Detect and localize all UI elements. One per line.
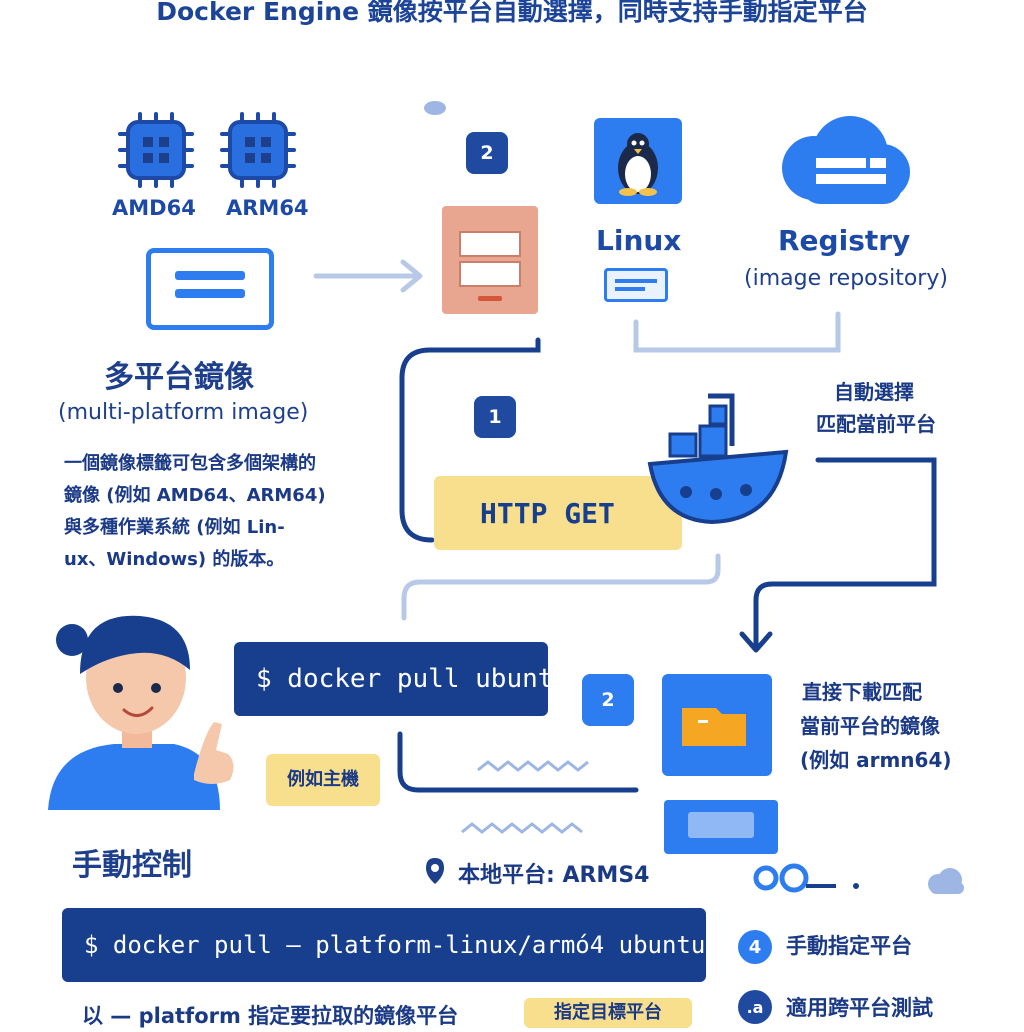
docker-pull-command[interactable]: $ docker pull ubuntu [234,642,569,716]
multi-platform-desc-2: 鏡像 (例如 AMD64、ARM64) [64,485,326,506]
cpu-chip-icon [118,112,194,188]
step-4-badge: 4 [738,930,772,964]
server-box [442,206,538,314]
manual-control-heading: 手動控制 [72,848,192,883]
image-list-icon [175,271,245,298]
match-note-1: 直接下載匹配 [802,680,922,704]
auto-select-note-2: 匹配當前平台 [816,412,936,436]
location-pin-icon [426,858,444,884]
auto-select-note-1: 自動選擇 [834,380,914,404]
step-a-text: 適用跨平台測試 [786,996,933,1020]
multi-platform-subtitle: (multi-platform image) [58,400,309,425]
step-2-badge: 2 [466,132,508,174]
arm64-chip [218,110,298,194]
pull-result-line [397,731,639,793]
diagram-title: Docker Engine 鏡像按平台自動選擇，同時支持手動指定平台 [156,0,868,26]
cloud-icon [928,868,964,894]
multi-platform-desc-1: 一個鏡像標籤可包含多個架構的 [64,453,316,474]
http-get-label: HTTP GET [480,496,615,530]
penguin-icon [618,133,658,196]
multi-platform-desc-4: ux、Windows) 的版本。 [64,549,285,570]
download-arrow [753,457,937,648]
footer-tag: 指定目標平台 [524,998,692,1028]
registry-subtitle: (image repository) [744,266,948,291]
server-icon [459,231,521,301]
docker-whale-icon [647,393,789,525]
step-2-badge-light: 2 [582,674,634,726]
http-get-box: HTTP GET [434,476,682,550]
linux-label: Linux [596,224,682,257]
linux-registry-bracket [633,311,841,353]
host-tag: 例如主機 [266,754,380,806]
person-icon [48,615,234,810]
cloud-icon [424,101,446,115]
step-a-badge: .a [738,990,772,1024]
package-box-icon [682,708,746,746]
cloud-registry-icon [782,116,910,204]
multi-platform-heading: 多平台鏡像 [104,360,254,395]
registry-heading: Registry [778,224,911,257]
match-note-2: 當前平台的鏡像 [800,714,940,738]
request-loop-line [399,337,541,543]
response-line [401,553,721,621]
footer-platform-note: 以 — platform 指定要拉取的鏡像平台 [82,1004,459,1028]
amd64-label: AMD64 [112,196,196,220]
amd64-chip [116,110,196,194]
docker-pull-platform-command[interactable]: $ docker pull — platform-linux/armó4 ubu… [62,908,706,982]
match-note-3: (例如 armn64) [800,748,952,772]
linux-terminal-chip [604,268,668,302]
arm64-label: ARM64 [226,196,309,220]
image-list-card [146,248,274,330]
multi-platform-desc-3: 與多種作業系統 (例如 Lin- [64,517,285,538]
cpu-chip-icon [220,112,296,188]
screen-tile [664,800,778,854]
step-4-text: 手動指定平台 [786,934,912,958]
local-platform-note: 本地平台: ARMS4 [458,863,650,888]
linux-tile [594,118,682,204]
package-tile [662,674,772,776]
search-icon [753,863,859,893]
step-1-badge: 1 [474,396,516,438]
screen-glass [688,812,754,838]
